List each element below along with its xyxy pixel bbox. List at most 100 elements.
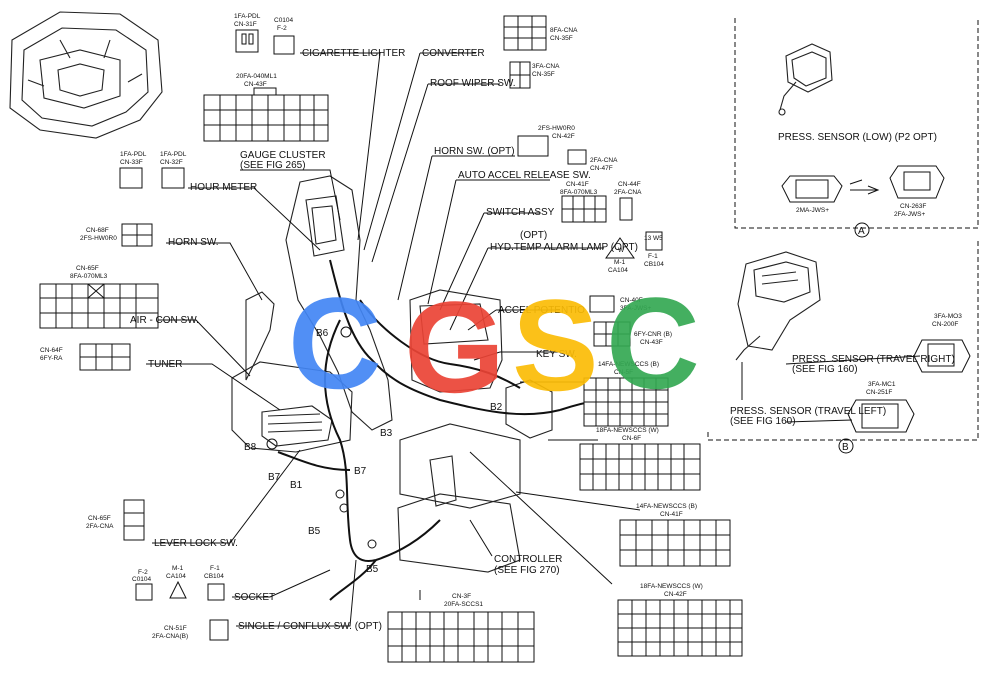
watermark-letter-c1: C [288, 270, 382, 416]
label-detail-a: A [858, 226, 865, 237]
label-see-fig-265: (SEE FIG 265) [240, 160, 306, 171]
caption-ca104-b: CA104 [166, 573, 186, 580]
caption-cn43f: CN-43F [244, 81, 267, 88]
caption-cn32f-type: 1FA-PDL [160, 151, 187, 158]
caption-cn32f: CN-32F [160, 159, 183, 166]
caption-cn68f-type: 2FS-HW0R0 [80, 235, 117, 242]
label-gauge-cluster: GAUGE CLUSTER [240, 150, 326, 161]
label-single-conflux-sw: SINGLE / CONFLUX SW. (OPT) [238, 621, 382, 632]
component-labels: CIGARETTE LIGHTER CONVERTER ROOF WIPER S… [130, 48, 955, 632]
marker-b5-second: B5 [366, 564, 379, 575]
caption-cn6f: CN-6F [622, 435, 641, 442]
label-hyd-temp-alarm: HYD.TEMP ALARM LAMP (OPT) [490, 242, 638, 253]
caption-cn41f-type: 14FA-NEWSCCS (B) [636, 503, 697, 510]
caption-cn5f: CN-5F [614, 369, 633, 376]
watermark-logo: C G S C [288, 270, 700, 420]
caption-pin-m1: W [618, 247, 625, 254]
caption-ca104-m: M-1 [614, 259, 626, 266]
marker-b6: B6 [316, 328, 329, 339]
caption-cn43f-key: CN-43F [640, 339, 663, 346]
console-seat-sketch [231, 175, 553, 573]
caption-cn6f-type: 18FA-NEWSCCS (W) [596, 427, 659, 434]
watermark-letter-c2: C [606, 270, 700, 416]
caption-cn3f-type: 20FA-SCCS1 [444, 601, 483, 608]
caption-cn31f-type: 1FA-PDL [234, 13, 261, 20]
label-auto-accel-release: AUTO ACCEL RELEASE SW. [458, 170, 591, 181]
caption-jws-male: 2MA-JWS+ [796, 207, 829, 214]
watermark-letter-g: G [404, 274, 505, 420]
detail-a-marker [854, 222, 870, 238]
marker-b1: B1 [290, 480, 303, 491]
caption-cn64f-type: 6FY-RA [40, 355, 63, 362]
label-converter: CONVERTER [422, 48, 485, 59]
caption-cn33f: CN-33F [120, 159, 143, 166]
harness-markers: B1 B2 B3 B5 B5 B6 B7 B7 B8 [244, 326, 503, 575]
label-key-sw: KEY SW. [536, 349, 577, 360]
label-accel-potentio: ACCEL POTENTIO [498, 305, 585, 316]
label-tuner: TUNER [148, 359, 182, 370]
caption-cn68f: CN-68F [86, 227, 109, 234]
label-cigarette-lighter: CIGARETTE LIGHTER [302, 48, 405, 59]
label-press-sensor-low: PRESS. SENSOR (LOW) (P2 OPT) [778, 132, 937, 143]
label-roof-wiper-sw: ROOF WIPER SW. [430, 78, 516, 89]
caption-cn251f: CN-251F [866, 389, 892, 396]
caption-cn47f: CN-47F [590, 165, 613, 172]
marker-b7-second: B7 [354, 466, 367, 477]
caption-cn263f: CN-263F [900, 203, 926, 210]
caption-cn42f: CN-42F [552, 133, 575, 140]
caption-cn65f: CN-65F [76, 265, 99, 272]
caption-cn44f: CN-44F [618, 181, 641, 188]
label-horn-sw-opt: HORN SW. (OPT) [434, 146, 515, 157]
label-air-con-sw: AIR - CON SW. [130, 315, 199, 326]
caption-cn41f-sw-type: 8FA-070ML3 [560, 189, 598, 196]
marker-b3: B3 [380, 428, 393, 439]
caption-cb104-b-f: F-1 [210, 565, 220, 572]
label-horn-sw: HORN SW. [168, 237, 219, 248]
caption-cn31f: CN-31F [234, 21, 257, 28]
caption-cn35f-type: 8FA-CNA [550, 27, 578, 34]
caption-cn64f: CN-64F [40, 347, 63, 354]
caption-cn47f-type: 2FA-CNA [590, 157, 618, 164]
caption-c0104: C0104 [274, 17, 294, 24]
marker-b5: B5 [308, 526, 321, 537]
label-socket: SOCKET [234, 592, 275, 603]
label-opt: (OPT) [520, 230, 547, 241]
caption-cn35f-b-type: 3FA-CNA [532, 63, 560, 70]
caption-ca104: CA104 [608, 267, 628, 274]
label-press-sensor-travel-left: PRESS. SENSOR (TRAVEL LEFT) [730, 406, 886, 417]
caption-cn42f-big: CN-42F [664, 591, 687, 598]
caption-cn65f-lever-type: 2FA-CNA [86, 523, 114, 530]
leader-lines [128, 52, 641, 627]
caption-cn5f-type: 14FA-NEWSCCS (B) [598, 361, 659, 368]
caption-cn41f-sw: CN-41F [566, 181, 589, 188]
caption-cn40f: CN-40F [620, 297, 643, 304]
caption-cn40f-type: 3FA-JWS+ [620, 305, 651, 312]
caption-pin-f1: 13 W5 [644, 235, 663, 242]
caption-cb104-b: CB104 [204, 573, 224, 580]
caption-cn42f-type: 2FS-HW0R0 [538, 125, 575, 132]
caption-cn200f-type: 3FA-MO3 [934, 313, 962, 320]
caption-cn251f-type: 3FA-MC1 [868, 381, 896, 388]
detail-b-marker [838, 438, 854, 454]
caption-cb104-f: F-1 [648, 253, 658, 260]
connector-boxes [39, 15, 743, 663]
caption-cb104: CB104 [644, 261, 664, 268]
caption-cn200f: CN-200F [932, 321, 958, 328]
caption-cn44f-type: 2FA-CNA [614, 189, 642, 196]
caption-c0104-f: F-2 [277, 25, 287, 32]
caption-cn263f-type: 2FA-JWS+ [894, 211, 925, 218]
label-controller: CONTROLLER [494, 554, 562, 565]
label-hour-meter: HOUR METER [190, 182, 257, 193]
marker-b7: B7 [268, 472, 281, 483]
caption-c0104-b: C0104 [132, 576, 152, 583]
connector-captions: 1FA-PDL CN-31F C0104 F-2 20FA-040ML1 CN-… [40, 13, 962, 640]
caption-cn33f-type: 1FA-PDL [120, 151, 147, 158]
label-switch-assy: SWITCH ASSY [486, 207, 555, 218]
cab-isometric-sketch [9, 11, 163, 139]
caption-cn41f: CN-41F [660, 511, 683, 518]
label-see-fig-270: (SEE FIG 270) [494, 565, 560, 576]
caption-c0104-b-f: F-2 [138, 569, 148, 576]
caption-cn43f-key-type: 6FY-CNR (B) [634, 331, 672, 338]
detail-groups [707, 18, 979, 454]
